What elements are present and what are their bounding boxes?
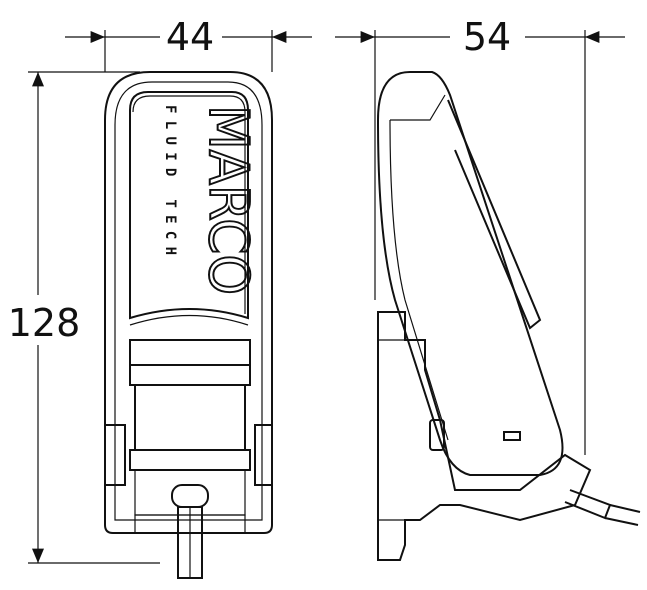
dimension-height: 128 xyxy=(8,71,160,564)
cable xyxy=(171,484,209,579)
depth-label: 54 xyxy=(463,15,511,59)
svg-text:FLUID TECH: FLUID TECH xyxy=(162,105,178,255)
height-label: 128 xyxy=(8,301,81,345)
front-view: MARCO FLUID TECH xyxy=(104,71,273,579)
svg-text:MARCO: MARCO xyxy=(197,105,260,295)
width-label: 44 xyxy=(166,15,214,59)
dimension-width: 44 xyxy=(65,15,312,72)
side-view xyxy=(376,71,641,561)
dimension-depth: 54 xyxy=(335,15,625,455)
marco-logo: MARCO FLUID TECH xyxy=(162,104,261,296)
